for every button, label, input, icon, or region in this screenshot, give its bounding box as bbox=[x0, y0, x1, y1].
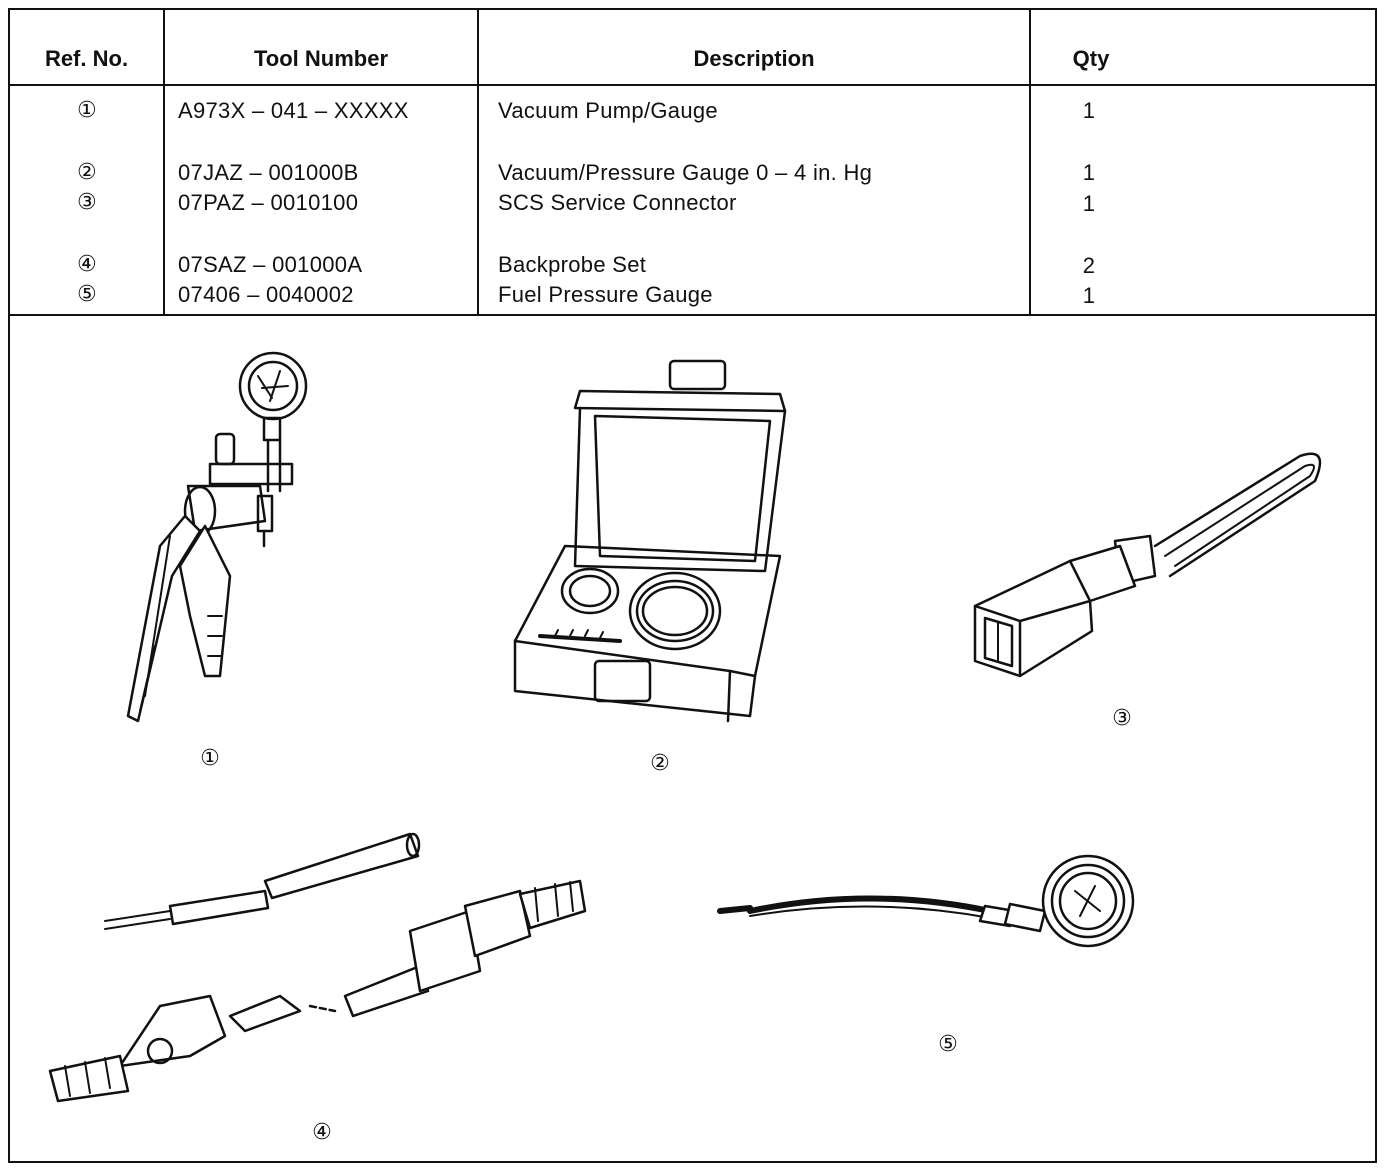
row-qty: 1 bbox=[1082, 191, 1096, 216]
column-divider bbox=[477, 10, 479, 314]
special-tools-sheet: Ref. No. Tool Number Description Qty ① A… bbox=[8, 8, 1377, 1163]
illustration-label: ③ bbox=[1112, 706, 1132, 731]
row-tool-number: 07JAZ – 001000B bbox=[178, 160, 359, 185]
row-ref: ④ bbox=[76, 252, 98, 277]
scs-connector-icon bbox=[973, 452, 1322, 678]
row-tool-number: 07PAZ – 0010100 bbox=[178, 190, 359, 215]
row-ref: ③ bbox=[76, 190, 98, 215]
row-ref: ⑤ bbox=[76, 282, 98, 307]
fuel-pressure-gauge-icon bbox=[717, 854, 1135, 948]
illustration-label: ⑤ bbox=[938, 1032, 958, 1057]
tool-illustrations: ① ② ③ ④ ⑤ bbox=[10, 316, 1375, 1161]
row-tool-number: 07SAZ – 001000A bbox=[178, 252, 363, 277]
row-qty: 1 bbox=[1082, 98, 1096, 123]
illustration-label: ④ bbox=[312, 1120, 332, 1145]
row-qty: 1 bbox=[1082, 283, 1096, 308]
column-divider bbox=[1029, 10, 1031, 314]
backprobe-set-icon bbox=[48, 832, 587, 1103]
row-description: Vacuum/Pressure Gauge 0 – 4 in. Hg bbox=[498, 160, 873, 185]
header-tool-number: Tool Number bbox=[253, 46, 389, 71]
row-tool-number: A973X – 041 – XXXXX bbox=[178, 98, 409, 123]
row-description: Fuel Pressure Gauge bbox=[498, 282, 713, 307]
row-qty: 2 bbox=[1082, 253, 1096, 278]
tools-table: Ref. No. Tool Number Description Qty ① A… bbox=[10, 10, 1375, 316]
row-description: SCS Service Connector bbox=[498, 190, 737, 215]
row-qty: 1 bbox=[1082, 160, 1096, 185]
row-tool-number: 07406 – 0040002 bbox=[178, 282, 354, 307]
illustration-label: ① bbox=[200, 746, 220, 771]
illustration-label: ② bbox=[650, 751, 670, 776]
row-description: Backprobe Set bbox=[498, 252, 647, 277]
column-divider bbox=[163, 10, 165, 314]
header-qty: Qty bbox=[1072, 46, 1110, 71]
row-description: Vacuum Pump/Gauge bbox=[498, 98, 718, 123]
row-ref: ① bbox=[76, 98, 98, 123]
header-divider bbox=[10, 84, 1375, 86]
header-description: Description bbox=[693, 46, 815, 71]
vacuum-pump-icon bbox=[126, 351, 308, 723]
header-ref-no: Ref. No. bbox=[44, 46, 129, 71]
row-ref: ② bbox=[76, 160, 98, 185]
gauge-case-icon bbox=[513, 359, 787, 723]
